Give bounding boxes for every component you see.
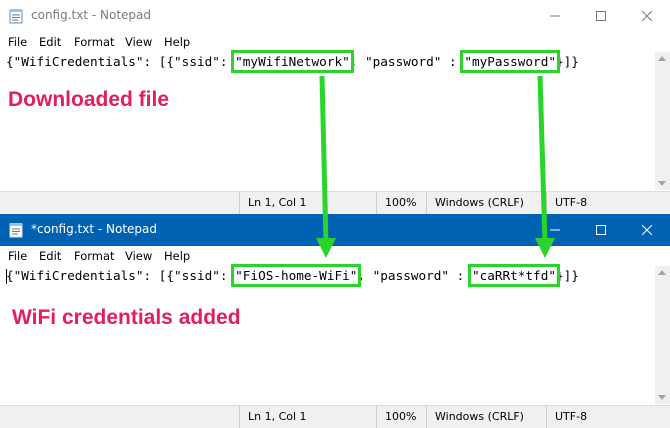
json-middle: , "password" : xyxy=(357,268,472,283)
menu-bar: File Edit Format View Help xyxy=(0,246,670,266)
json-prefix: {"WifiCredentials": [{"ssid": xyxy=(6,268,236,283)
json-prefix: {"WifiCredentials": [{"ssid": xyxy=(6,54,236,69)
status-zoom: 100% xyxy=(376,406,426,428)
status-bar: Ln 1, Col 1 100% Windows (CRLF) UTF-8 xyxy=(0,191,670,214)
menu-edit[interactable]: Edit xyxy=(39,249,62,263)
scroll-up-icon[interactable] xyxy=(658,56,666,61)
maximize-icon xyxy=(596,11,606,21)
menu-view[interactable]: View xyxy=(125,249,153,263)
title-bar[interactable]: *config.txt - Notepad xyxy=(0,214,670,246)
vertical-scrollbar[interactable] xyxy=(655,266,670,404)
window-title: config.txt - Notepad xyxy=(31,8,151,22)
text-editor-area[interactable]: {"WifiCredentials": [{"ssid": "FiOS-home… xyxy=(0,264,655,404)
status-encoding: UTF-8 xyxy=(546,406,670,428)
json-suffix: }]} xyxy=(555,268,579,283)
ssid-value-highlight: "FiOS-home-WiFi" xyxy=(231,264,362,287)
status-line-endings: Windows (CRLF) xyxy=(426,406,546,428)
maximize-button[interactable] xyxy=(578,214,624,246)
maximize-icon xyxy=(596,225,606,235)
status-bar: Ln 1, Col 1 100% Windows (CRLF) UTF-8 xyxy=(0,405,670,428)
menu-bar: File Edit Format View Help xyxy=(0,32,670,52)
status-zoom: 100% xyxy=(376,192,426,214)
scroll-up-icon[interactable] xyxy=(658,270,666,275)
window-title: *config.txt - Notepad xyxy=(31,222,157,236)
close-button[interactable] xyxy=(624,214,670,246)
scroll-down-icon[interactable] xyxy=(658,395,666,400)
file-content: {"WifiCredentials": [{"ssid": "FiOS-home… xyxy=(6,264,579,287)
menu-help[interactable]: Help xyxy=(164,249,191,263)
close-icon xyxy=(642,225,652,235)
annotation-credentials-added: WiFi credentials added xyxy=(12,306,241,329)
ssid-value-highlight: "myWifiNetwork" xyxy=(231,50,354,73)
menu-edit[interactable]: Edit xyxy=(39,35,62,49)
notepad-icon xyxy=(9,9,23,24)
notepad-window-downloaded: config.txt - Notepad File Edit Format Vi… xyxy=(0,0,670,214)
title-bar[interactable]: config.txt - Notepad xyxy=(0,0,670,32)
notepad-icon xyxy=(9,223,23,238)
minimize-icon xyxy=(550,15,560,17)
menu-view[interactable]: View xyxy=(125,35,153,49)
password-value-highlight: "myPassword" xyxy=(460,50,560,73)
menu-format[interactable]: Format xyxy=(74,249,115,263)
menu-format[interactable]: Format xyxy=(74,35,115,49)
json-suffix: }]} xyxy=(555,54,579,69)
json-middle: , "password" : xyxy=(349,54,465,69)
file-content: {"WifiCredentials": [{"ssid": "myWifiNet… xyxy=(6,50,579,73)
status-position: Ln 1, Col 1 xyxy=(239,192,376,214)
menu-help[interactable]: Help xyxy=(164,35,191,49)
text-editor-area[interactable]: {"WifiCredentials": [{"ssid": "myWifiNet… xyxy=(0,50,655,190)
menu-file[interactable]: File xyxy=(8,249,28,263)
menu-file[interactable]: File xyxy=(8,35,28,49)
minimize-icon xyxy=(550,229,560,231)
annotation-downloaded-file: Downloaded file xyxy=(8,88,170,111)
minimize-button[interactable] xyxy=(532,214,578,246)
password-value-highlight: "caRRt*tfd" xyxy=(467,264,560,287)
status-position: Ln 1, Col 1 xyxy=(239,406,376,428)
status-encoding: UTF-8 xyxy=(546,192,670,214)
close-button[interactable] xyxy=(624,0,670,32)
text-cursor xyxy=(6,269,7,284)
close-icon xyxy=(642,11,652,21)
vertical-scrollbar[interactable] xyxy=(655,52,670,190)
status-line-endings: Windows (CRLF) xyxy=(426,192,546,214)
maximize-button[interactable] xyxy=(578,0,624,32)
scroll-down-icon[interactable] xyxy=(658,181,666,186)
minimize-button[interactable] xyxy=(532,0,578,32)
